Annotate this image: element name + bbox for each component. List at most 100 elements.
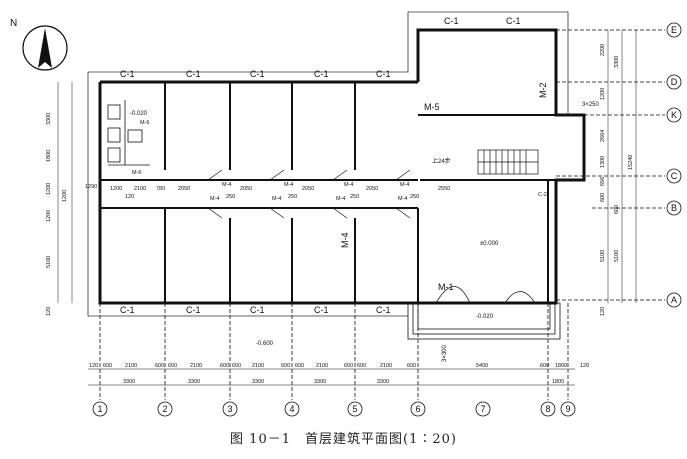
dim-text: 1200: [46, 210, 52, 222]
axis-label: 2: [162, 404, 167, 414]
dim-text: 600: [295, 363, 304, 369]
dimensions-corridor: 1290 1200 2100 780 2050 2050 2050 2050 2…: [85, 184, 450, 200]
dim-text: 600: [232, 363, 241, 369]
door-label-m5: M-5: [424, 102, 440, 112]
axis-label: C: [671, 171, 678, 181]
door-label-m4: M-4: [398, 196, 407, 202]
dim-text: 600: [220, 363, 229, 369]
axis-label: 1: [97, 404, 102, 414]
dim-text: 780: [156, 186, 165, 192]
dim-text: 600: [407, 363, 416, 369]
north-arrow: N: [10, 18, 68, 71]
dim-text: 2050: [366, 186, 378, 192]
row-axis-labels: A B C K D E: [671, 25, 678, 305]
dim-text: 3300: [314, 379, 326, 385]
toilet-fixtures: [107, 100, 150, 166]
window-label: C-1: [186, 69, 201, 79]
axis-label: 4: [289, 404, 294, 414]
door-label-m1: M-1: [438, 282, 454, 292]
dim-text: 120: [600, 307, 606, 316]
north-label: N: [10, 18, 17, 29]
axis-label: 8: [545, 404, 550, 414]
axis-label: K: [671, 110, 677, 120]
dim-text: 120: [89, 363, 98, 369]
dim-text: 2100: [125, 363, 137, 369]
door-label-m4: M-4: [272, 196, 281, 202]
dim-text: 2050: [178, 186, 190, 192]
door-label-m4: M-4: [340, 233, 350, 249]
dim-text: 2100: [316, 363, 328, 369]
door-labels: M-1 M-2 M-5 M-6 M-6 M-4 M-4 M-4 M-4 M-4 …: [132, 83, 548, 293]
dim-text: 2050: [302, 186, 314, 192]
axis-label: D: [671, 77, 678, 87]
window-label: C-1: [444, 16, 459, 26]
dim-text: 600: [155, 363, 164, 369]
window-labels: C-1 C-1 C-1 C-1 C-1 C-1 C-1 C-1 C-1 C-1 …: [120, 16, 521, 315]
dimensions-bottom: 120 600 2100 600 600 2100 600 600 2100 6…: [88, 363, 589, 386]
dim-text: 2100: [134, 186, 146, 192]
outer-contour: [87, 11, 569, 317]
window-label: C-1: [376, 305, 391, 315]
dim-text: 1800: [552, 379, 564, 385]
dim-text: 5400: [476, 363, 488, 369]
axis-label: 9: [565, 404, 570, 414]
stair-label: 上24步: [432, 157, 451, 165]
window-label: C-1: [186, 305, 201, 315]
dim-text: 3300: [188, 379, 200, 385]
door-label-m4: M-4: [344, 182, 353, 188]
dim-text: 3300: [123, 379, 135, 385]
dim-text: 600: [600, 193, 606, 202]
door-label-m6: M-6: [132, 170, 141, 176]
dim-text: 1290: [85, 184, 97, 190]
window-label: C-1: [506, 16, 521, 26]
stair: [477, 149, 539, 175]
axis-label: 5: [352, 404, 357, 414]
dim-text: 5100: [600, 250, 606, 262]
axis-label: 6: [415, 404, 420, 414]
dim-text: 2100: [252, 363, 264, 369]
dim-text: 120: [46, 307, 52, 316]
dim-text: 1300: [600, 156, 606, 168]
axis-label: B: [671, 203, 677, 213]
window-label: C-1: [250, 305, 265, 315]
dim-text: 600: [103, 363, 112, 369]
door-label-m4: M-4: [336, 196, 345, 202]
elevation-toilet: -0.020: [130, 111, 148, 117]
dim-text: 2100: [190, 363, 202, 369]
interior-walls: [100, 82, 584, 303]
annotations: ±0.000 -0.020 -0.600 -0.020 上24步 3×250 3…: [130, 102, 600, 362]
dim-text: 2200: [600, 44, 606, 56]
elevation-main: ±0.000: [480, 241, 499, 247]
dimensions-left: 3300 1800 1200 1200 1200 5100 120: [46, 82, 73, 316]
axis-label: 7: [480, 404, 485, 414]
window-label: C-1: [120, 69, 135, 79]
dim-text: 250: [410, 194, 419, 200]
dim-text: 250: [288, 194, 297, 200]
window-label: C-1: [376, 69, 391, 79]
dim-text: 600: [281, 363, 290, 369]
dim-text: 1200: [62, 190, 68, 202]
dim-text: 2100: [380, 363, 392, 369]
dim-text: 250: [226, 194, 235, 200]
dim-text: 120: [125, 194, 134, 200]
dim-text: 120: [580, 363, 589, 369]
dim-text: 2050: [240, 186, 252, 192]
dim-text: 15240: [628, 155, 634, 170]
elevation-ground: -0.600: [256, 341, 274, 347]
door-label-m4: M-4: [400, 182, 409, 188]
door-label-m6: M-6: [140, 120, 149, 126]
window-label: C-1: [314, 305, 329, 315]
door-swings: [207, 169, 536, 304]
door-label-m4: M-4: [210, 196, 219, 202]
dim-text: 600: [614, 205, 620, 214]
axis-label: A: [671, 295, 677, 305]
column-axes: [92, 303, 576, 417]
dim-text: 1800: [555, 363, 567, 369]
elevation-porch: -0.020: [476, 314, 494, 320]
dim-text: 600: [344, 363, 353, 369]
dim-text: 2664: [600, 130, 606, 142]
dim-text: 3300: [252, 379, 264, 385]
dim-text: 250: [350, 194, 359, 200]
door-label-c2: C-2: [538, 192, 547, 198]
dim-text: 1200: [110, 186, 122, 192]
